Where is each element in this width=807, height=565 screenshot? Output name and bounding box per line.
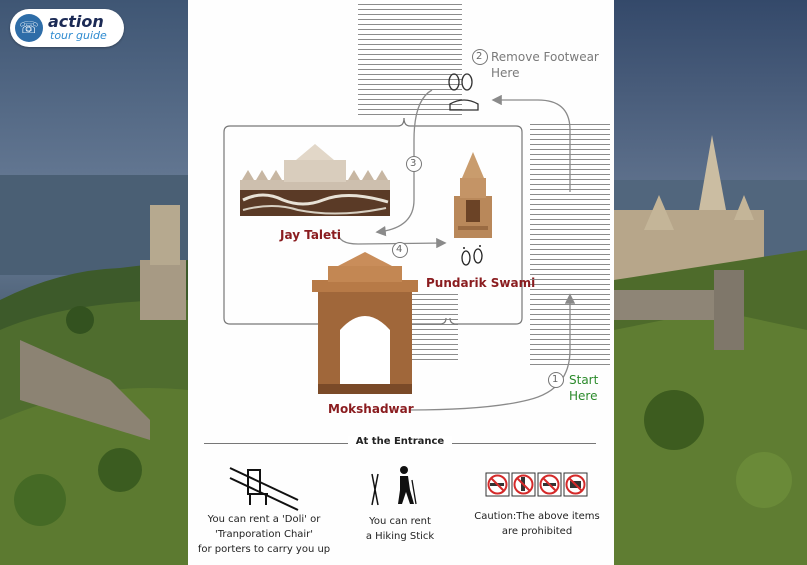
route-bracket [223,125,523,325]
background-photo-left [0,0,188,565]
start-text-line2: Here [569,389,598,403]
pundarik-swami-image [454,152,492,238]
doli-info-line3: for porters to carry you up [197,544,331,555]
footprints-icon [461,245,483,266]
hiking-stick-icon [371,466,417,506]
step-badge-3 [406,156,422,172]
step-number-2: 2 [476,51,483,62]
entrance-title-text: At the Entrance [347,436,453,447]
step-number-3: 3 [410,158,417,169]
step-badge-4 [392,242,408,258]
place-jay-taleti: Jay Taleti [280,228,342,242]
step-2-text-line1: Remove Footwear [491,50,599,64]
logo-word-action: action [48,12,104,31]
jay-taleti-image [240,144,390,216]
logo-word-tour-guide: tour guide [50,29,107,42]
stairs-mid [410,290,458,362]
doli-info-line1: You can rent a 'Doli' or [207,514,321,525]
background-photo-right [614,0,807,565]
entrance-section-title: At the Entrance [204,436,596,450]
route-map-graphic [223,0,610,511]
footwear-icon [448,73,479,111]
step-badge-1 [548,372,564,388]
phone-person-icon: ☏ [15,14,43,42]
doli-info: You can rent a 'Doli' or 'Tranporation C… [194,512,334,557]
stick-info-line1: You can rent [369,516,431,527]
step-number-1: 1 [552,374,559,385]
route-arrow-to-footwear [491,94,571,192]
route-arrow-1 [409,293,576,411]
stick-info-line2: a Hiking Stick [365,531,435,542]
route-map-card: 1 2 3 4 Remove Footwear Here Start Here … [188,0,614,565]
place-mokshadwar: Mokshadwar [328,402,414,416]
stairs-top [358,0,462,118]
step-2-text: Remove Footwear Here [491,49,599,81]
step-badge-2 [472,49,488,65]
hiking-stick-info: You can rent a Hiking Stick [348,514,452,544]
start-here-text: Start Here [569,372,598,404]
doli-chair-icon [229,467,299,511]
caution-info-line1: Caution:The above items [474,511,600,522]
no-smoking-icon [485,472,510,497]
start-text-line1: Start [569,373,599,387]
no-food-icon [563,472,588,497]
no-tobacco-icon [537,472,562,497]
step-number-4: 4 [396,244,403,255]
caution-info-line2: are prohibited [501,526,573,537]
no-alcohol-icon [511,472,536,497]
place-pundarik-swami: Pundarik Swami [426,276,536,290]
route-arrow-4 [337,231,447,249]
doli-info-line2: 'Tranporation Chair' [214,529,314,540]
caution-info: Caution:The above items are prohibited [474,509,600,539]
step-2-text-line2: Here [491,66,520,80]
action-tour-guide-logo[interactable]: ☏ action tour guide [10,9,124,47]
mokshadwar-image [312,252,418,394]
